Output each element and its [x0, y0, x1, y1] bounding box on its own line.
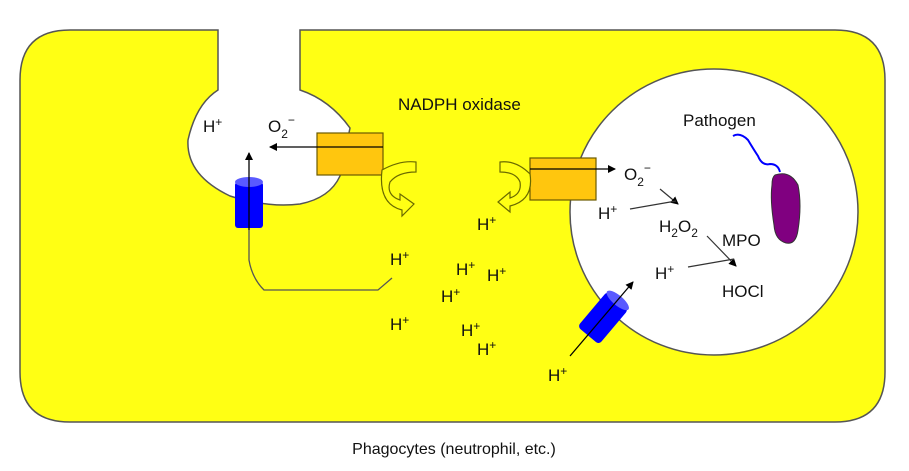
- hydrogen-peroxide-label: H2O2: [659, 217, 698, 240]
- curved-arrow-right-icon: [497, 161, 532, 214]
- proton-label: H+: [487, 264, 506, 285]
- hocl-label: HOCl: [722, 282, 764, 301]
- proton-arrow-right: [569, 281, 634, 357]
- proton-path-left: [248, 230, 393, 291]
- pathogen-body: [770, 173, 801, 244]
- proton-label: H+: [655, 262, 674, 283]
- proton-labels: H+ H+ H+ H+ H+ H+ H+ H+ H+ H+ H+ H+: [203, 115, 674, 385]
- proton-label: H+: [477, 338, 496, 359]
- nadph-oxidase-label: NADPH oxidase: [398, 95, 521, 114]
- superoxide-label-right: O2−: [624, 161, 651, 189]
- reaction-arrow-1b: [629, 200, 677, 210]
- pathogen-label: Pathogen: [683, 111, 756, 130]
- curved-arrow-left-icon: [380, 161, 417, 218]
- reaction-arrow-2b: [687, 258, 735, 268]
- proton-label: H+: [456, 258, 475, 279]
- proton-label: H+: [390, 313, 409, 334]
- proton-label: H+: [598, 202, 617, 223]
- proton-label: H+: [441, 285, 460, 306]
- proton-label: H+: [477, 213, 496, 234]
- caption: Phagocytes (neutrophil, etc.): [352, 441, 556, 458]
- proton-label: H+: [461, 319, 480, 340]
- proton-label: H+: [548, 364, 567, 385]
- nadph-oxidase-right: [529, 157, 597, 201]
- mpo-label: MPO: [722, 231, 761, 250]
- nadph-oxidase-left: [316, 132, 384, 176]
- flagellum: [732, 133, 781, 173]
- proton-label: H+: [203, 115, 222, 136]
- reaction-arrow-2: [706, 235, 737, 267]
- phagosome: [569, 68, 859, 356]
- proton-label: H+: [390, 248, 409, 269]
- superoxide-label-left: O2−: [268, 113, 295, 141]
